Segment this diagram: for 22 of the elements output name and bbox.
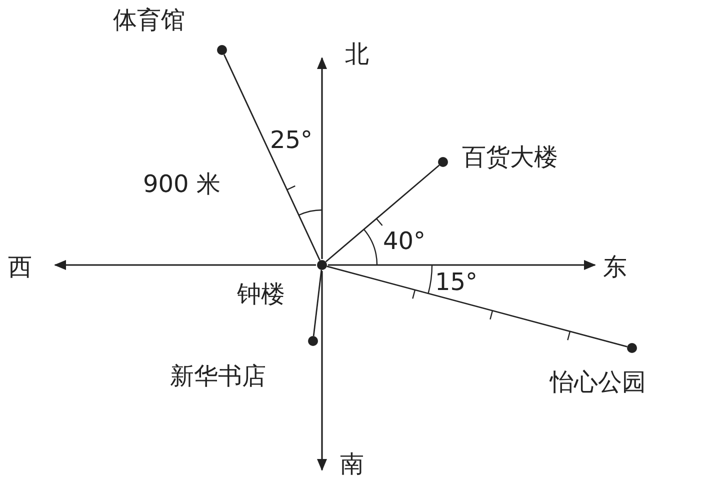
location-dot: [308, 336, 318, 346]
place-name: 百货大楼: [462, 145, 558, 169]
direction-label: 东: [603, 255, 627, 279]
angle-label: 40°: [383, 229, 426, 253]
location-dot: [438, 157, 448, 167]
location-dot: [217, 45, 227, 55]
location-dot: [317, 260, 327, 270]
direction-label: 西: [8, 255, 32, 279]
place-name: 钟楼: [237, 282, 285, 306]
connector-line: [223, 54, 321, 261]
connector-line: [325, 164, 440, 262]
distance-label: 900 米: [143, 172, 220, 196]
direction-label: 北: [345, 42, 369, 66]
angle-label: 25°: [270, 128, 313, 152]
connector-line: [326, 266, 628, 348]
connector-line: [312, 270, 322, 336]
direction-label: 南: [340, 452, 364, 476]
place-name: 体育馆: [113, 8, 185, 32]
place-name: 怡心公园: [550, 370, 646, 394]
place-name: 新华书店: [170, 364, 266, 388]
location-dot: [627, 343, 637, 353]
angle-label: 15°: [435, 270, 478, 294]
